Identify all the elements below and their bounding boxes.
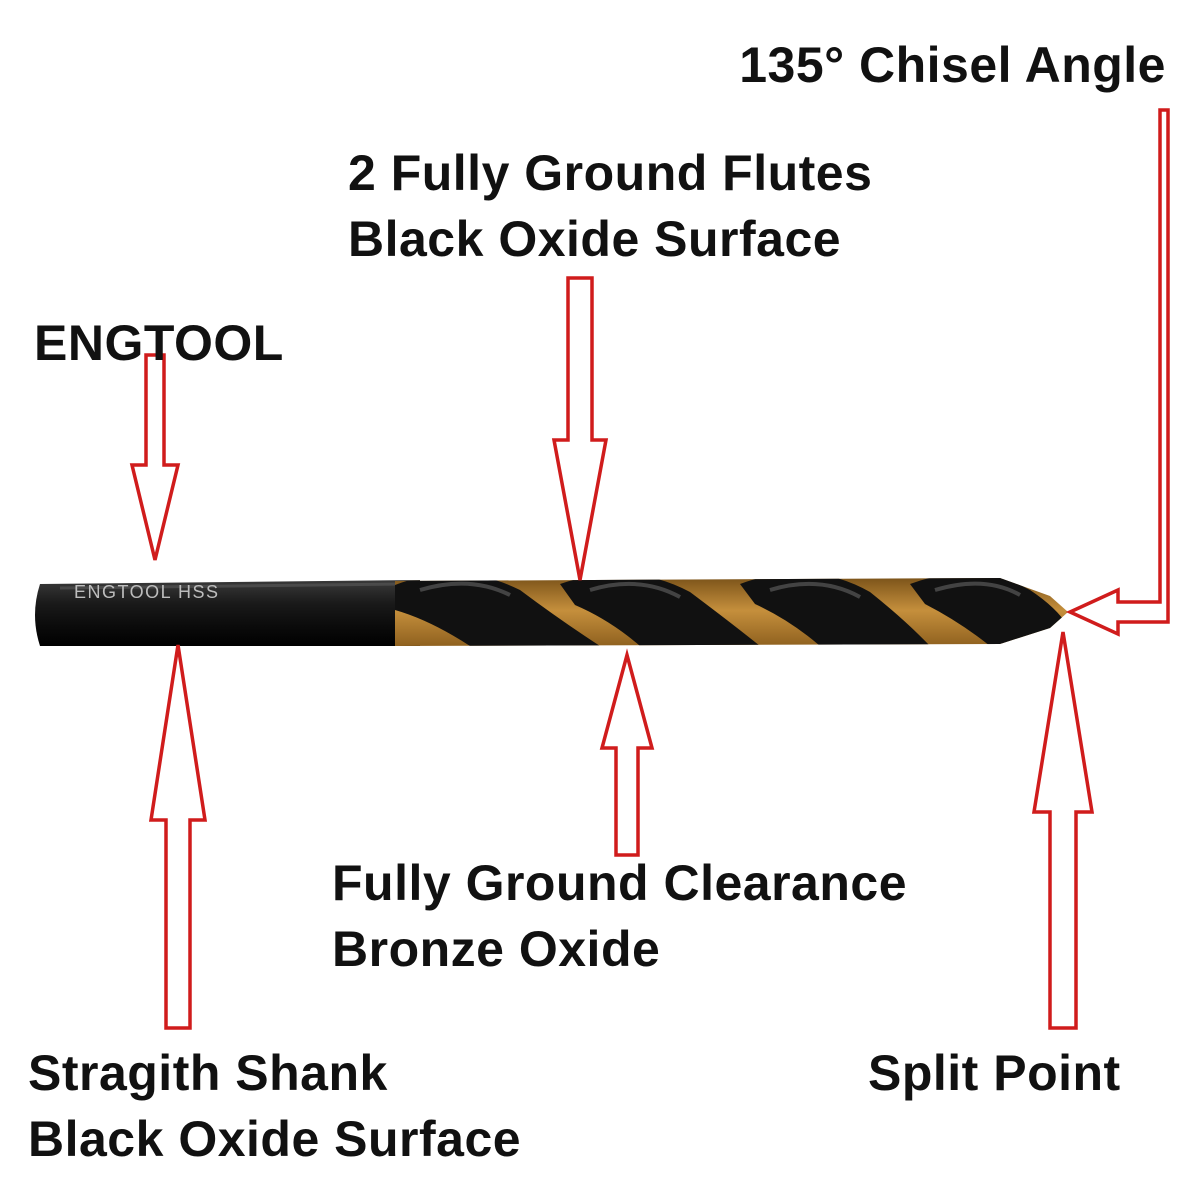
clearance-text-line1: Fully Ground Clearance (332, 855, 908, 911)
drill-flutes (395, 578, 1068, 646)
split-point-label: Split Point (868, 1040, 1121, 1106)
chisel-angle-label: 135° Chisel Angle (739, 32, 1166, 98)
clearance-arrow (599, 648, 655, 857)
split-point-arrow (1031, 631, 1095, 1030)
shank-label: Stragith Shank Black Oxide Surface (28, 1040, 521, 1172)
split-point-text: Split Point (868, 1045, 1121, 1101)
chisel-angle-text: 135° Chisel Angle (739, 37, 1166, 93)
flutes-arrow (551, 276, 609, 581)
shank-arrow (148, 644, 208, 1030)
shank-text-line1: Stragith Shank (28, 1045, 388, 1101)
chisel-angle-arrow (1065, 108, 1170, 637)
drill-shank (35, 580, 420, 646)
shank-text-line2: Black Oxide Surface (28, 1111, 522, 1167)
flutes-text-line1: 2 Fully Ground Flutes (348, 145, 873, 201)
brand-text: ENGTOOL (34, 315, 284, 371)
clearance-label: Fully Ground Clearance Bronze Oxide (332, 850, 907, 982)
clearance-text-line2: Bronze Oxide (332, 921, 661, 977)
flutes-text-line2: Black Oxide Surface (348, 211, 842, 267)
brand-label: ENGTOOL (34, 310, 284, 376)
flutes-label: 2 Fully Ground Flutes Black Oxide Surfac… (348, 140, 872, 272)
brand-arrow (129, 353, 181, 561)
shank-etching: ENGTOOL HSS (74, 582, 220, 602)
